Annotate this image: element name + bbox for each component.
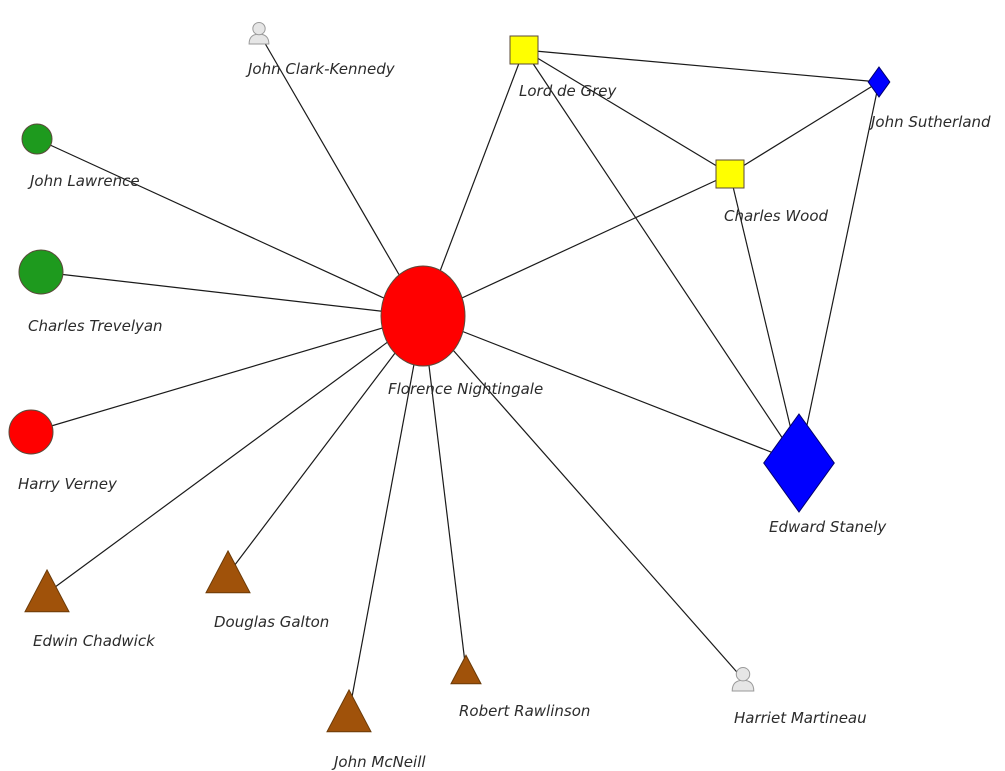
edge-florence-rawlinson [422, 315, 467, 672]
labels-layer: Florence Nightingale John Clark-KennedyLo… [18, 60, 991, 771]
edge-florence-galton [227, 315, 424, 575]
edge-florence-wood [422, 173, 731, 317]
node-florence[interactable] [380, 265, 466, 367]
node-chadwick[interactable] [24, 568, 70, 613]
edge-florence-trevelyan [40, 271, 424, 317]
edge-florence-lawrence [36, 138, 424, 317]
node-label-verney: Harry Verney [18, 475, 118, 493]
edge-florence-martineau [422, 315, 744, 680]
node-sutherland[interactable] [867, 66, 891, 98]
edge-de_grey-stanely [523, 49, 800, 464]
node-rawlinson[interactable] [450, 654, 482, 685]
node-clark-kennedy[interactable] [248, 21, 270, 45]
node-label-de-grey: Lord de Grey [519, 82, 618, 100]
edge-sutherland-stanely [798, 81, 880, 464]
node-label-chadwick: Edwin Chadwick [33, 632, 156, 650]
node-label-rawlinson: Robert Rawlinson [459, 702, 590, 720]
edge-de_grey-sutherland [523, 49, 880, 83]
node-mcneill[interactable] [326, 688, 372, 733]
node-martineau[interactable] [731, 666, 755, 692]
node-label-sutherland: John Sutherland [868, 113, 991, 131]
node-label-mcneill: John McNeill [331, 753, 426, 771]
node-galton[interactable] [205, 549, 251, 594]
edge-florence-stanely [422, 315, 800, 464]
nodes-layer [8, 21, 891, 733]
node-label-trevelyan: Charles Trevelyan [28, 317, 163, 335]
node-label-clark-kennedy: John Clark-Kennedy [245, 60, 396, 78]
edge-florence-clark_kennedy [258, 32, 424, 317]
node-wood[interactable] [715, 159, 745, 189]
node-verney[interactable] [8, 409, 54, 455]
edge-sutherland-wood [729, 81, 880, 175]
node-label-martineau: Harriet Martineau [734, 709, 867, 727]
node-label-galton: Douglas Galton [214, 613, 329, 631]
edge-florence-verney [30, 315, 424, 433]
node-de-grey[interactable] [509, 35, 539, 65]
node-lawrence[interactable] [21, 123, 53, 155]
node-trevelyan[interactable] [18, 249, 64, 295]
edge-wood-stanely [729, 173, 800, 464]
edge-de_grey-wood [523, 49, 731, 175]
node-stanely[interactable] [763, 413, 835, 513]
edge-florence-chadwick [46, 315, 424, 594]
edge-florence-mcneill [348, 315, 424, 714]
node-label-wood: Charles Wood [724, 207, 829, 225]
node-label-florence: Florence Nightingale [388, 380, 543, 398]
node-label-lawrence: John Lawrence [27, 172, 140, 190]
node-label-stanely: Edward Stanely [769, 518, 887, 536]
edges-layer [30, 32, 880, 714]
